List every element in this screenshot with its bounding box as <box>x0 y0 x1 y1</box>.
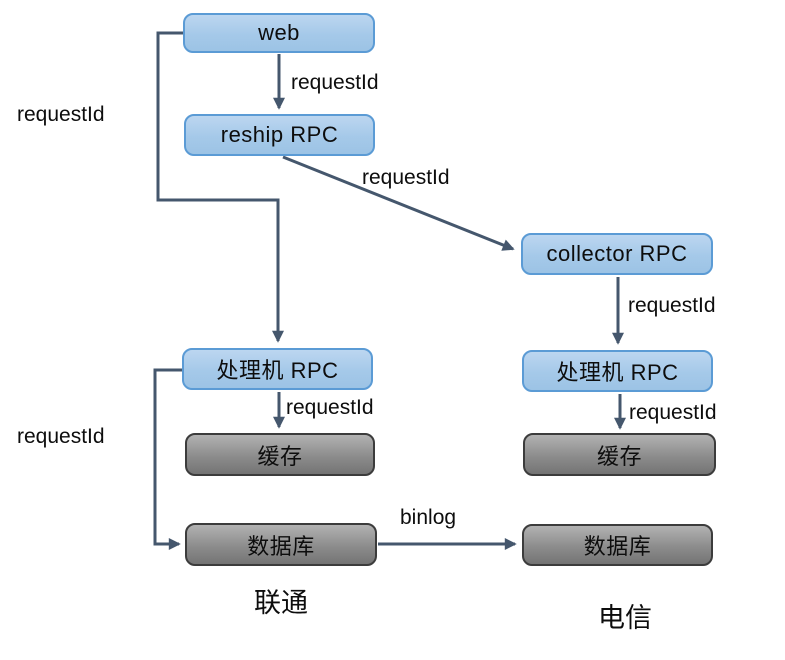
edge-label-web-to-reship: requestId <box>291 71 379 94</box>
node-cache-right: 缓存 <box>523 433 716 476</box>
edge-label-reship-to-collector: requestId <box>362 166 450 189</box>
node-collector-rpc: collector RPC <box>521 233 713 275</box>
edge-label-web-to-processor-left: requestId <box>17 103 105 126</box>
node-processor-rpc-right: 处理机 RPC <box>522 350 713 392</box>
edge-processor-left-to-database <box>153 368 182 550</box>
node-web: web <box>183 13 375 53</box>
group-label-telecom: 电信 <box>598 603 652 633</box>
node-database-left: 数据库 <box>185 523 377 566</box>
node-cache-left: 缓存 <box>185 433 375 476</box>
edge-web-to-processor-left <box>156 31 284 343</box>
edge-label-binlog: binlog <box>400 506 457 529</box>
group-label-unicom: 联通 <box>254 588 308 618</box>
node-database-right: 数据库 <box>522 524 713 566</box>
edge-label-collector-to-processor-right: requestId <box>628 294 716 317</box>
edge-label-processor-left-to-database: requestId <box>17 425 105 448</box>
edge-reship-to-collector <box>282 155 515 251</box>
edge-label-processor-left-to-cache: requestId <box>286 396 374 419</box>
node-processor-rpc-left: 处理机 RPC <box>182 348 373 390</box>
node-reship-rpc: reship RPC <box>184 114 375 156</box>
edge-label-processor-right-to-cache: requestId <box>629 401 717 424</box>
